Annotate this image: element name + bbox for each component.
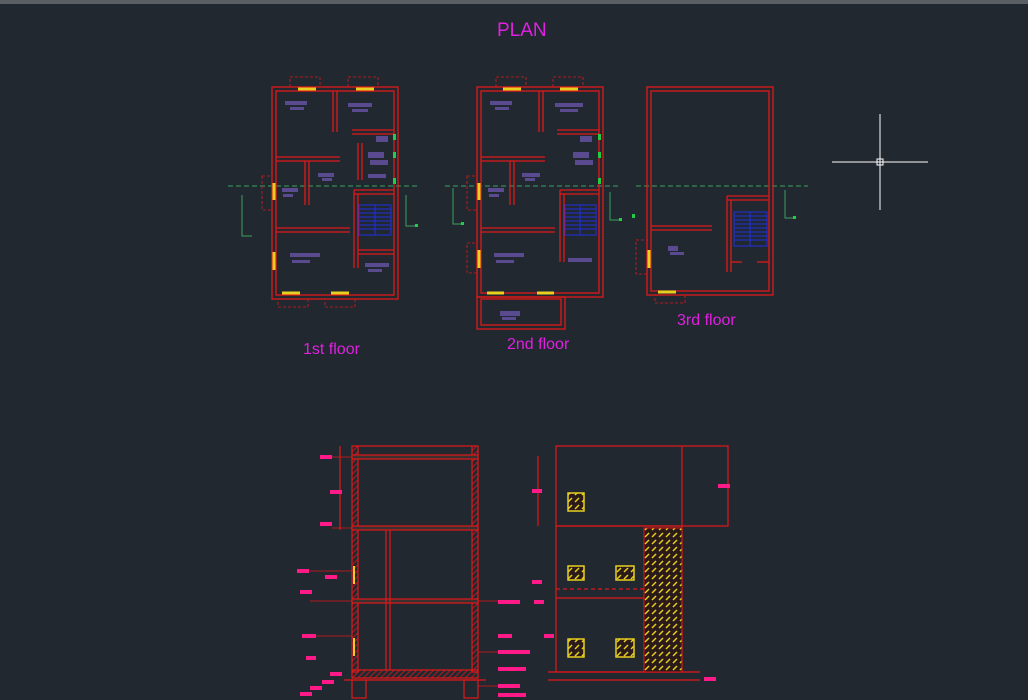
plan-2nd-floor[interactable]	[466, 76, 604, 330]
section-level-tags	[297, 455, 530, 697]
dims-1st-floor	[241, 134, 418, 237]
elevation-stair-wall	[643, 527, 683, 673]
stairs-3rd-floor	[733, 211, 768, 247]
furniture-2nd-floor	[488, 101, 593, 320]
windows-2nd-floor	[477, 87, 578, 295]
stairs-2nd-floor	[564, 204, 597, 236]
furniture-3rd-floor	[668, 246, 684, 255]
crosshair-cursor-icon	[832, 114, 928, 210]
stairs-1st-floor	[358, 204, 392, 236]
window-top-border	[0, 0, 1028, 4]
windows-1st-floor	[272, 87, 374, 295]
section-dim-lines	[310, 456, 498, 687]
floor-label-2nd: 2nd floor	[507, 336, 570, 353]
dims-2nd-floor	[452, 134, 635, 225]
section-view[interactable]	[339, 445, 486, 699]
floor-label-3rd: 3rd floor	[677, 312, 736, 329]
plan-3rd-floor[interactable]	[635, 86, 774, 304]
dims-3rd-floor	[784, 190, 796, 219]
plan-1st-floor[interactable]	[261, 76, 399, 308]
plan-title: PLAN	[497, 20, 547, 41]
furniture-1st-floor	[282, 101, 389, 272]
windows-3rd-floor	[647, 250, 676, 294]
floor-label-1st: 1st floor	[303, 341, 360, 358]
elevation-level-tags	[532, 484, 730, 681]
elevation-windows	[567, 492, 635, 658]
